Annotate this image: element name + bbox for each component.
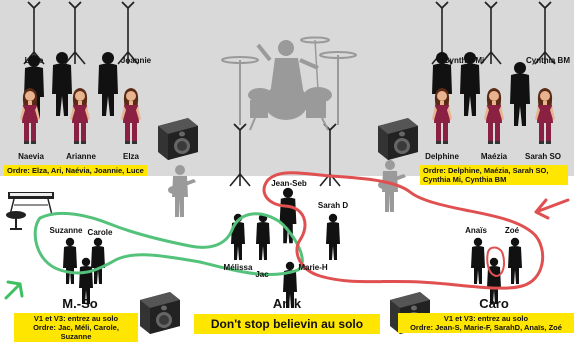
member-name: Anaïs: [465, 226, 487, 235]
banner: Don't stop believin au solo: [194, 314, 380, 334]
singer-name: Maézia: [481, 152, 507, 161]
singer-name: Cynthia Mi: [444, 56, 484, 65]
member-name: Carole: [88, 228, 113, 237]
note-line: Ordre: Jean-S, Marie-F, SarahD, Anaïs, Z…: [401, 323, 571, 332]
note-line: Ordre: Jac, Méli, Carole, Suzanne: [17, 323, 135, 341]
singer-name: Elza: [123, 152, 139, 161]
left-group-note: V1 et V3: entrez au solo Ordre: Jac, Mél…: [14, 313, 138, 342]
member-name: Sarah D: [318, 201, 348, 210]
note-line: V1 et V3: entrez au solo: [401, 314, 571, 323]
singer-name: Luce: [25, 56, 44, 65]
group-label-center: Anik: [273, 296, 301, 311]
singer-name: Delphine: [425, 152, 459, 161]
member-name: Jean-Seb: [271, 179, 307, 188]
member-name: Suzanne: [50, 226, 83, 235]
member-name: Jac: [255, 270, 268, 279]
group-label-right: Caro: [479, 296, 509, 311]
note-line: V1 et V3: entrez au solo: [17, 314, 135, 323]
right-group-note: V1 et V3: entrez au solo Ordre: Jean-S, …: [398, 313, 574, 333]
singer-name: Cynthia BM: [525, 56, 571, 65]
singer-name: Arianne: [66, 152, 96, 161]
group-label-left: M.-So: [62, 296, 97, 311]
left-order-note: Ordre: Elza, Ari, Naévia, Joannie, Luce: [4, 165, 147, 176]
member-name: Marie-H: [298, 263, 327, 272]
singer-name: Sarah SO: [525, 152, 561, 161]
singer-name: Naevia: [18, 152, 44, 161]
singer-name: Joannie: [121, 56, 151, 65]
right-order-note: Ordre: Delphine, Maézia, Sarah SO, Cynth…: [420, 165, 568, 185]
member-name: Zoé: [505, 226, 519, 235]
member-name: Mélissa: [224, 263, 253, 272]
